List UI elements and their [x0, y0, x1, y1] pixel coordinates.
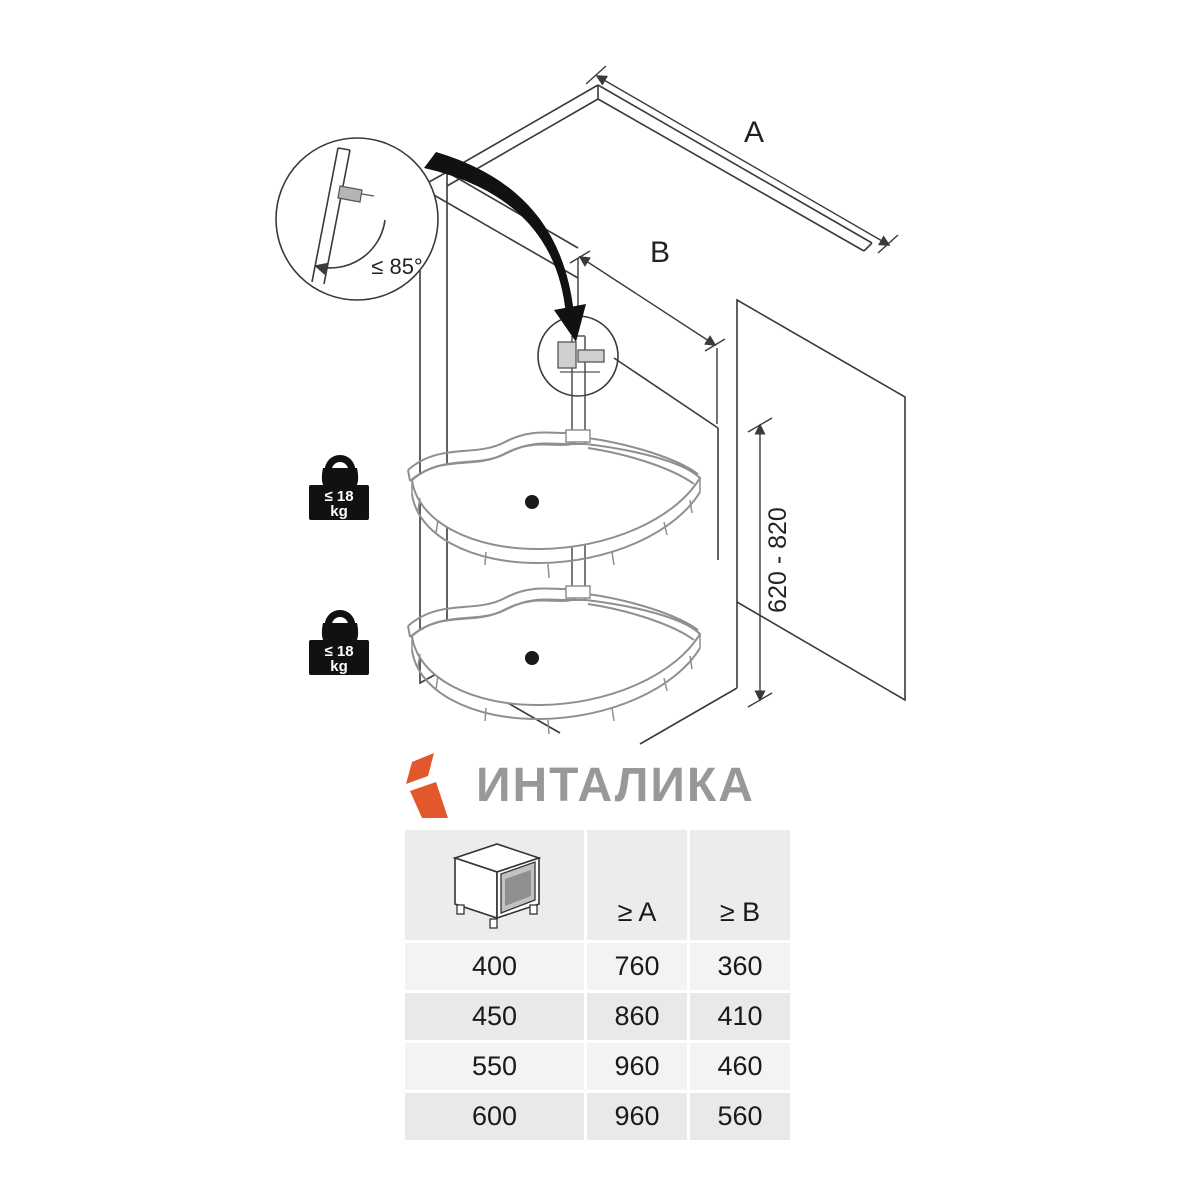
hinge-icon — [337, 185, 363, 203]
table-header-col-b: ≥ B — [690, 830, 790, 940]
upper-shelf — [407, 429, 701, 579]
cell-dim-a: 960 — [587, 1043, 687, 1090]
weight-limit-badge-lower: ≤ 18 kg — [309, 610, 369, 675]
table-row: 600 960 560 — [405, 1093, 790, 1140]
weight-limit-unit: kg — [330, 503, 348, 520]
cell-cabinet-size: 450 — [405, 993, 584, 1040]
table-row: 550 960 460 — [405, 1043, 790, 1090]
cell-dim-b: 410 — [690, 993, 790, 1040]
detail-pointer-arrow — [424, 152, 586, 342]
dim-b-arrow — [578, 256, 717, 346]
table-row: 450 860 410 — [405, 993, 790, 1040]
spec-table: ≥ A ≥ B 400 760 360 450 860 410 550 960 … — [405, 830, 790, 1143]
weight-limit-unit: kg — [330, 658, 348, 675]
cell-cabinet-size: 600 — [405, 1093, 584, 1140]
table-header-row: ≥ A ≥ B — [405, 830, 790, 940]
cell-dim-b: 360 — [690, 943, 790, 990]
rotation-arc-arrow — [314, 219, 386, 276]
dim-a-label: A — [744, 116, 764, 149]
hinge-detail-circle: ≤ 85° — [275, 137, 439, 301]
brand-name: ИНТАЛИКА — [476, 758, 755, 812]
table-header-icon-cell — [405, 830, 584, 940]
dimension-lines — [569, 65, 899, 708]
cell-dim-a: 860 — [587, 993, 687, 1040]
table-row: 400 760 360 — [405, 943, 790, 990]
cell-dim-b: 560 — [690, 1093, 790, 1140]
cell-dim-a: 960 — [587, 1093, 687, 1140]
dim-b-label: B — [650, 236, 670, 269]
angle-label: ≤ 85° — [371, 254, 422, 279]
cabinet-icon — [451, 843, 542, 929]
technical-drawing: A B 620 - 820 ≤ 85° ≤ 1 — [275, 65, 906, 745]
cell-dim-b: 460 — [690, 1043, 790, 1090]
brand-logo: ИНТАЛИКА — [398, 750, 755, 820]
height-range-label: 620 - 820 — [764, 507, 792, 613]
weight-limit-value: ≤ 18 — [324, 643, 353, 660]
weight-limit-value: ≤ 18 — [324, 488, 353, 505]
cell-dim-a: 760 — [587, 943, 687, 990]
lower-shelf — [407, 585, 701, 735]
dim-a-arrow — [595, 75, 891, 246]
table-header-col-a: ≥ A — [587, 830, 687, 940]
pivot-mechanism — [537, 315, 619, 397]
cell-cabinet-size: 400 — [405, 943, 584, 990]
cell-cabinet-size: 550 — [405, 1043, 584, 1090]
weight-limit-badge-upper: ≤ 18 kg — [309, 455, 369, 520]
logo-mark-icon — [406, 753, 448, 818]
